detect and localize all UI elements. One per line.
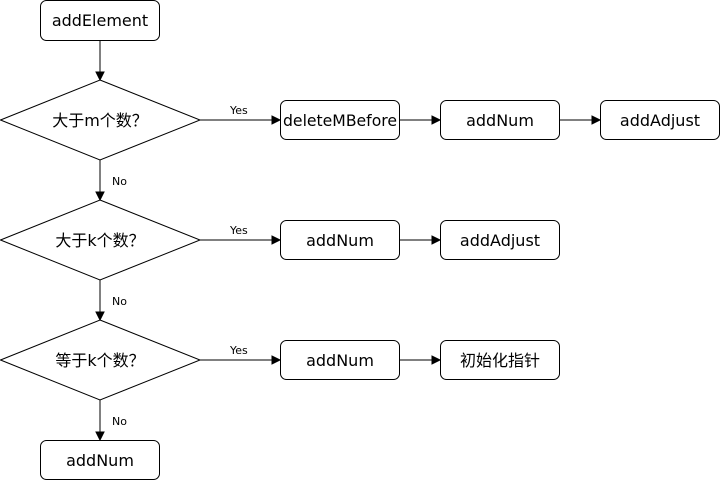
arrowhead: [95, 431, 105, 442]
addnum-node-1: addNum: [440, 100, 560, 140]
arrowhead: [431, 115, 442, 125]
init-pointer-node: 初始化指针: [440, 340, 560, 380]
decision-m-node: 大于m个数？: [0, 79, 202, 161]
arrowhead: [431, 235, 442, 245]
decision-k-eq-label: 等于k个数？: [55, 351, 144, 370]
yes-label-1: Yes: [229, 104, 248, 117]
no-label-3: No: [112, 415, 127, 428]
decision-m-label: 大于m个数？: [52, 111, 148, 130]
arrowhead: [271, 115, 282, 125]
deletembefore-node: deleteMBefore: [280, 100, 400, 140]
addnum-node-3: addNum: [280, 340, 400, 380]
no-label-2: No: [112, 295, 127, 308]
start-node-label: addElement: [52, 11, 148, 30]
deletembefore-label: deleteMBefore: [283, 111, 397, 130]
arrowhead: [591, 115, 602, 125]
no-label-1: No: [112, 175, 127, 188]
addadjust-node-1: addAdjust: [600, 100, 720, 140]
arrowhead: [95, 191, 105, 202]
start-node: addElement: [40, 0, 160, 41]
arrowhead: [271, 235, 282, 245]
decision-k-gt-label: 大于k个数？: [55, 231, 144, 250]
addadjust-label-1: addAdjust: [620, 111, 700, 130]
arrowhead: [95, 311, 105, 322]
yes-label-2: Yes: [229, 224, 248, 237]
end-node: addNum: [40, 440, 160, 480]
addadjust-label-2: addAdjust: [460, 231, 540, 250]
addnum-label-2: addNum: [306, 231, 374, 250]
addnum-node-2: addNum: [280, 220, 400, 260]
arrowhead: [271, 355, 282, 365]
addadjust-node-2: addAdjust: [440, 220, 560, 260]
arrowhead: [431, 355, 442, 365]
addnum-label-3: addNum: [306, 351, 374, 370]
decision-k-gt-node: 大于k个数？: [0, 199, 202, 281]
end-node-label: addNum: [66, 451, 134, 470]
init-pointer-label: 初始化指针: [460, 351, 540, 370]
arrowhead: [95, 71, 105, 82]
yes-label-3: Yes: [229, 344, 248, 357]
addnum-label-1: addNum: [466, 111, 534, 130]
decision-k-eq-node: 等于k个数？: [0, 319, 202, 401]
